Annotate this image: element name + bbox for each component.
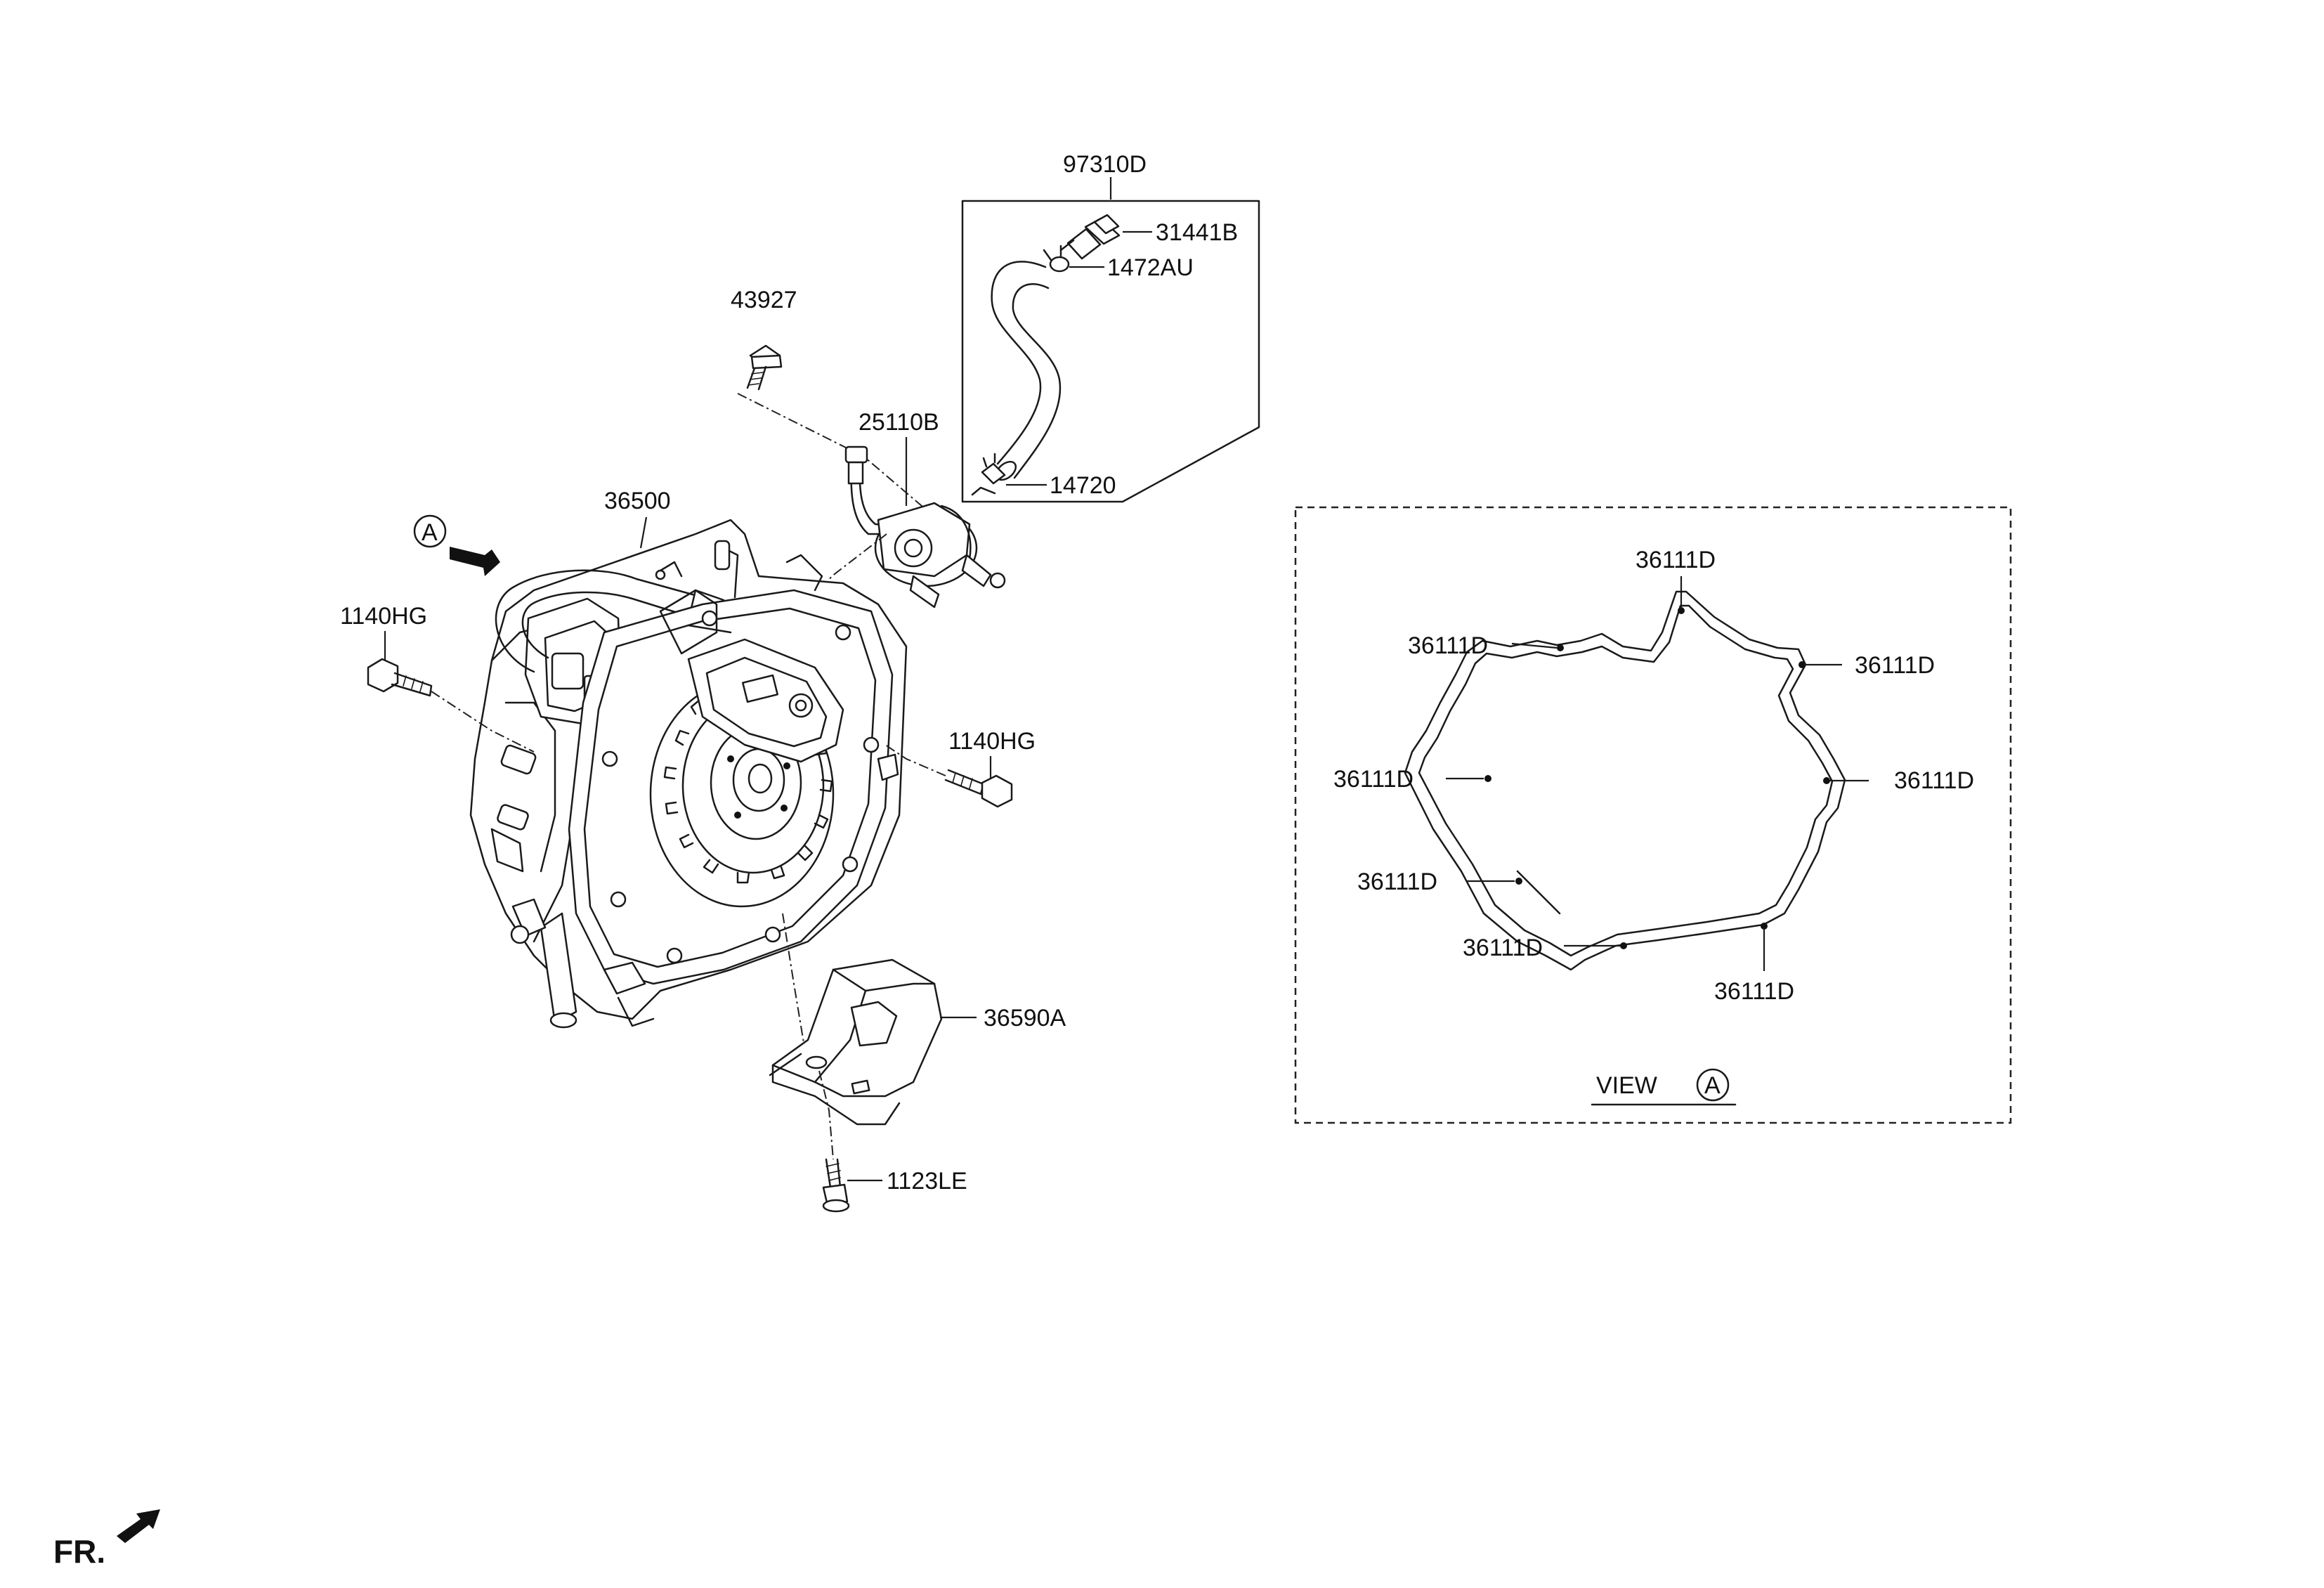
view-a-caption-circle — [1696, 1068, 1730, 1102]
motor-assembly-36500: 36500 — [469, 488, 908, 1029]
clamp-14720: 14720 — [981, 453, 1116, 499]
label-14720: 14720 — [1050, 472, 1116, 499]
label-1140HG-right: 1140HG — [948, 728, 1036, 755]
label-25110B: 25110B — [859, 409, 939, 436]
gasket-outline-inner — [1418, 604, 1834, 957]
view-a-caption-marker: A — [1704, 1072, 1721, 1099]
label-1472AU: 1472AU — [1107, 254, 1194, 281]
kit-bracket-outline — [961, 200, 1260, 503]
bracket-36590A: 36590A — [769, 913, 1066, 1126]
label-97310D: 97310D — [1063, 151, 1147, 178]
gasket-label-top: 36111D — [1636, 547, 1716, 573]
gasket-label-left: 36111D — [1333, 766, 1414, 793]
pump-25110B: 25110B — [814, 409, 1006, 608]
connector-31441B: 31441B — [1059, 214, 1238, 260]
bolt-43927: 43927 — [731, 287, 955, 535]
hose-kit-group-97310D: 97310D 31441B 1472AU — [961, 151, 1260, 503]
gasket-label-bottom-right: 36111D — [1714, 978, 1794, 1005]
view-a-title: VIEW — [1596, 1072, 1657, 1099]
front-arrow-icon — [117, 1509, 160, 1543]
bolt-1140HG-left: 1140HG — [340, 603, 535, 753]
front-label: FR. — [53, 1533, 105, 1570]
gasket-label-lower-left: 36111D — [1357, 868, 1437, 895]
gasket-label-upper-left: 36111D — [1408, 632, 1488, 659]
label-31441B: 31441B — [1156, 219, 1238, 246]
gasket-label-bottom-left: 36111D — [1463, 935, 1543, 961]
view-a-circle — [413, 514, 447, 548]
view-a-marker: A — [422, 519, 438, 546]
label-36590A: 36590A — [984, 1005, 1066, 1031]
bolt-1123LE: 1123LE — [818, 1070, 967, 1213]
view-a-direction: A — [413, 514, 500, 576]
view-a-arrow-icon — [450, 547, 500, 576]
bolt-1140HG-right: 1140HG — [884, 728, 1036, 808]
label-1123LE: 1123LE — [887, 1168, 967, 1195]
view-a-panel: 36111D 36111D 36111D 36111D 36111D 36111… — [1294, 506, 2012, 1124]
gasket-outline-outer — [1404, 590, 1846, 971]
front-direction-marker: FR. — [53, 1509, 160, 1570]
label-1140HG-left: 1140HG — [340, 603, 427, 630]
gasket-label-upper-right: 36111D — [1855, 652, 1935, 679]
label-36500: 36500 — [604, 488, 671, 514]
view-a-frame — [1294, 506, 2012, 1124]
clamp-1472AU: 1472AU — [1043, 245, 1194, 281]
coolant-hose — [991, 261, 1062, 481]
label-43927: 43927 — [731, 287, 797, 313]
gasket-label-right: 36111D — [1894, 767, 1974, 794]
